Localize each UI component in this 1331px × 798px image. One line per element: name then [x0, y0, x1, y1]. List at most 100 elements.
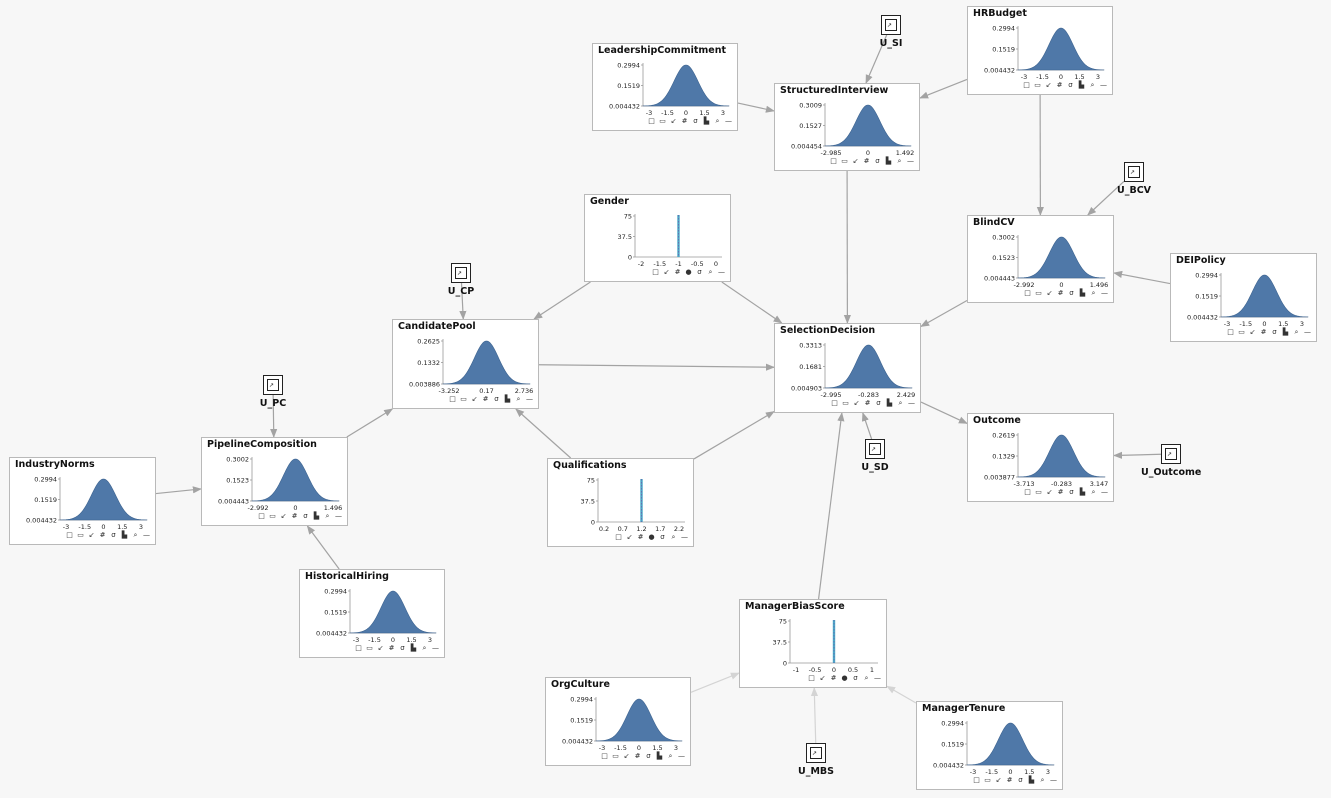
unobserved-node-icon[interactable]: ↗: [451, 263, 471, 283]
grid-icon[interactable]: #: [388, 644, 395, 652]
arrow-icon[interactable]: ↙: [670, 117, 677, 125]
square-icon[interactable]: □: [1024, 289, 1031, 297]
unobserved-node-icon[interactable]: ↗: [1124, 162, 1144, 182]
arrow-icon[interactable]: ↙: [853, 399, 860, 407]
sigma-icon[interactable]: σ: [853, 674, 858, 682]
square-icon[interactable]: □: [615, 533, 622, 541]
zoom-icon[interactable]: ⌕: [422, 644, 427, 652]
arrow-icon[interactable]: ↙: [377, 644, 384, 652]
unobserved-node-icon[interactable]: ↗: [1161, 444, 1181, 464]
histogram-icon[interactable]: ▙: [1282, 328, 1289, 336]
dash-icon[interactable]: —: [1100, 81, 1107, 89]
zoom-icon[interactable]: ⌕: [133, 531, 138, 539]
zoom-icon[interactable]: ⌕: [516, 395, 521, 403]
sigma-icon[interactable]: σ: [876, 399, 881, 407]
arrow-icon[interactable]: ↙: [471, 395, 478, 403]
square-icon[interactable]: □: [449, 395, 456, 403]
sigma-icon[interactable]: σ: [400, 644, 405, 652]
zoom-icon[interactable]: ⌕: [715, 117, 720, 125]
dash-icon[interactable]: —: [143, 531, 150, 539]
square-icon[interactable]: □: [831, 399, 838, 407]
histogram-icon[interactable]: ▙: [1079, 289, 1086, 297]
square-icon[interactable]: □: [66, 531, 73, 539]
histogram-icon[interactable]: ▙: [121, 531, 128, 539]
sigma-icon[interactable]: σ: [1018, 776, 1023, 784]
sigma-icon[interactable]: σ: [693, 117, 698, 125]
histogram-icon[interactable]: ▙: [703, 117, 710, 125]
zoom-icon[interactable]: ⌕: [1294, 328, 1299, 336]
square-icon[interactable]: □: [830, 157, 837, 165]
zoom-icon[interactable]: ⌕: [708, 268, 713, 276]
histogram-icon[interactable]: ▙: [656, 752, 663, 760]
zoom-icon[interactable]: ⌕: [897, 157, 902, 165]
dot-icon[interactable]: ●: [685, 268, 692, 276]
comment-icon[interactable]: ▭: [984, 776, 991, 784]
grid-icon[interactable]: #: [99, 531, 106, 539]
square-icon[interactable]: □: [648, 117, 655, 125]
histogram-icon[interactable]: ▙: [504, 395, 511, 403]
histogram-icon[interactable]: ▙: [885, 157, 892, 165]
grid-icon[interactable]: #: [634, 752, 641, 760]
histogram-icon[interactable]: ▙: [1078, 81, 1085, 89]
dash-icon[interactable]: —: [432, 644, 439, 652]
dash-icon[interactable]: —: [1101, 488, 1108, 496]
zoom-icon[interactable]: ⌕: [1090, 81, 1095, 89]
dash-icon[interactable]: —: [681, 533, 688, 541]
sigma-icon[interactable]: σ: [111, 531, 116, 539]
comment-icon[interactable]: ▭: [841, 157, 848, 165]
unobserved-node-icon[interactable]: ↗: [865, 439, 885, 459]
arrow-icon[interactable]: ↙: [995, 776, 1002, 784]
zoom-icon[interactable]: ⌕: [325, 512, 330, 520]
grid-icon[interactable]: #: [1057, 289, 1064, 297]
arrow-icon[interactable]: ↙: [852, 157, 859, 165]
dash-icon[interactable]: —: [874, 674, 881, 682]
comment-icon[interactable]: ▭: [659, 117, 666, 125]
grid-icon[interactable]: #: [1057, 488, 1064, 496]
zoom-icon[interactable]: ⌕: [1091, 289, 1096, 297]
grid-icon[interactable]: #: [1260, 328, 1267, 336]
dash-icon[interactable]: —: [678, 752, 685, 760]
dash-icon[interactable]: —: [725, 117, 732, 125]
sigma-icon[interactable]: σ: [697, 268, 702, 276]
square-icon[interactable]: □: [808, 674, 815, 682]
zoom-icon[interactable]: ⌕: [1040, 776, 1045, 784]
square-icon[interactable]: □: [1024, 488, 1031, 496]
arrow-icon[interactable]: ↙: [819, 674, 826, 682]
histogram-icon[interactable]: ▙: [313, 512, 320, 520]
grid-icon[interactable]: #: [482, 395, 489, 403]
unobserved-node-icon[interactable]: ↗: [263, 375, 283, 395]
grid-icon[interactable]: #: [1056, 81, 1063, 89]
comment-icon[interactable]: ▭: [77, 531, 84, 539]
dash-icon[interactable]: —: [526, 395, 533, 403]
square-icon[interactable]: □: [973, 776, 980, 784]
sigma-icon[interactable]: σ: [1272, 328, 1277, 336]
arrow-icon[interactable]: ↙: [1046, 488, 1053, 496]
sigma-icon[interactable]: σ: [660, 533, 665, 541]
dot-icon[interactable]: ●: [841, 674, 848, 682]
arrow-icon[interactable]: ↙: [663, 268, 670, 276]
grid-icon[interactable]: #: [681, 117, 688, 125]
comment-icon[interactable]: ▭: [842, 399, 849, 407]
grid-icon[interactable]: #: [291, 512, 298, 520]
sigma-icon[interactable]: σ: [494, 395, 499, 403]
arrow-icon[interactable]: ↙: [626, 533, 633, 541]
sigma-icon[interactable]: σ: [1068, 81, 1073, 89]
histogram-icon[interactable]: ▙: [886, 399, 893, 407]
zoom-icon[interactable]: ⌕: [898, 399, 903, 407]
comment-icon[interactable]: ▭: [366, 644, 373, 652]
grid-icon[interactable]: #: [864, 399, 871, 407]
square-icon[interactable]: □: [1227, 328, 1234, 336]
sigma-icon[interactable]: σ: [646, 752, 651, 760]
sigma-icon[interactable]: σ: [875, 157, 880, 165]
